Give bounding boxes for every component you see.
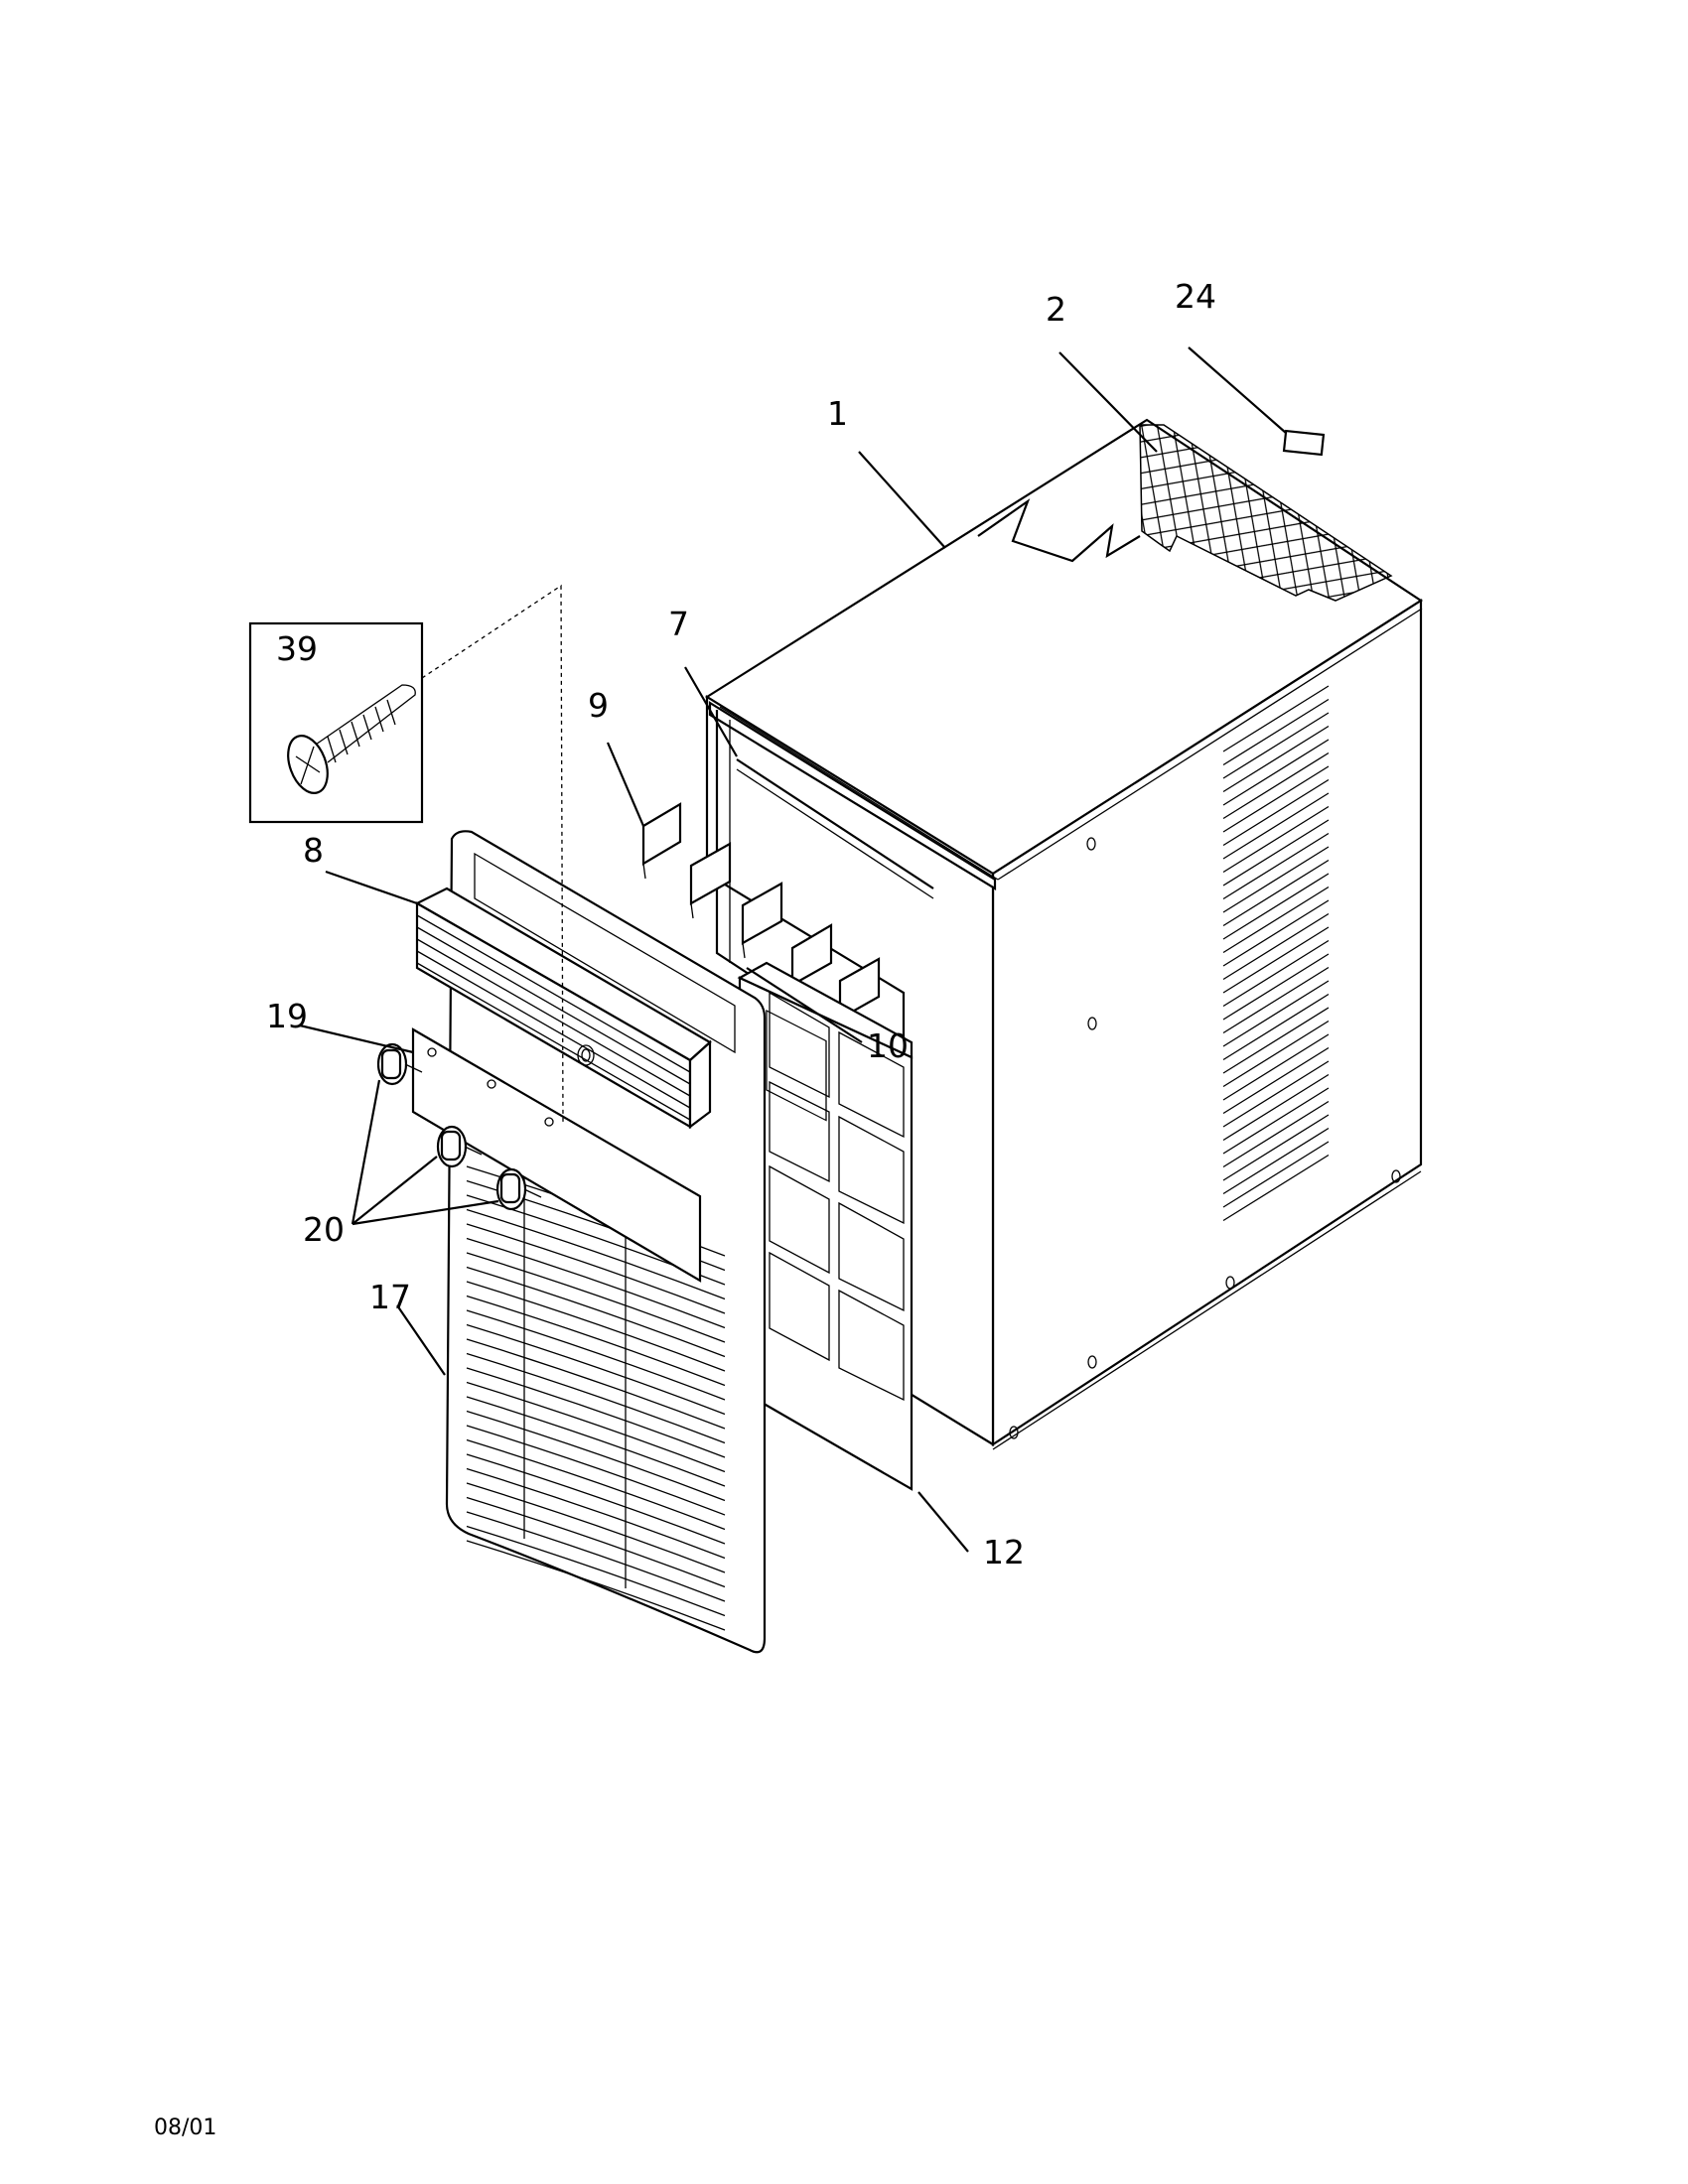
insulation-panel: [977, 424, 1393, 602]
callout-17: 17: [369, 1278, 411, 1316]
callout-12: 12: [983, 1533, 1025, 1571]
knob: [376, 1042, 423, 1086]
callout-1: 1: [827, 394, 848, 433]
callout-24: 24: [1175, 277, 1216, 316]
mounting-holes: [1009, 837, 1401, 1439]
callout-39: 39: [276, 629, 318, 668]
footer-date: 08/01: [154, 2116, 216, 2140]
callout-19: 19: [266, 997, 308, 1035]
knobs: [376, 1042, 542, 1211]
air-deflector: [414, 887, 712, 1130]
side-louvers: [1222, 685, 1330, 1222]
screw-icon: [287, 684, 416, 794]
clip: [689, 842, 732, 919]
callout-2: 2: [1046, 290, 1066, 329]
screw-inset: [248, 584, 564, 1123]
callout-8: 8: [303, 831, 324, 870]
clip: [641, 802, 682, 880]
clips: [641, 802, 881, 1034]
control-panel: [411, 1027, 702, 1283]
label-plate: [1282, 429, 1326, 457]
knob: [495, 1167, 542, 1211]
knob: [436, 1125, 483, 1168]
callout-9: 9: [588, 686, 609, 725]
clip: [741, 882, 783, 959]
filter-cells: [766, 1010, 827, 1122]
callout-10: 10: [867, 1026, 909, 1065]
callout-20: 20: [303, 1210, 345, 1249]
leader-lines: [299, 346, 1287, 1553]
filter: [737, 961, 914, 1491]
callout-7: 7: [668, 605, 689, 643]
front-bracket: [708, 701, 997, 979]
